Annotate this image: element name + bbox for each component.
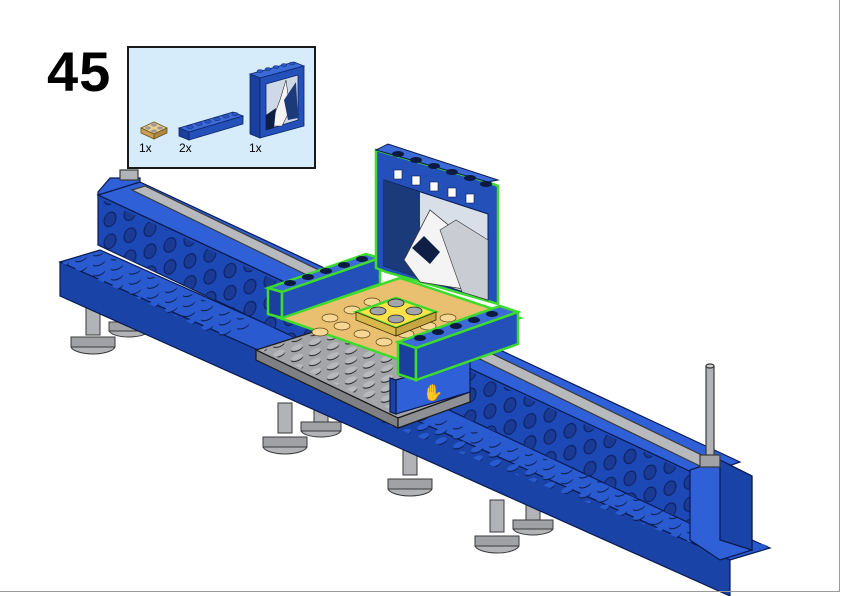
- window-frame-icon: [248, 61, 306, 139]
- part-window-frame-qty: 1x: [249, 141, 262, 155]
- blue-brick-icon: [177, 111, 245, 141]
- part-blue-brick: [177, 110, 247, 147]
- part-blue-brick-qty: 2x: [179, 141, 192, 155]
- part-tan-plate-qty: 1x: [139, 141, 152, 155]
- new-tan-plate: [352, 296, 440, 337]
- page-border-bottom: [0, 591, 840, 592]
- leg-3: [262, 402, 308, 455]
- leg-1: [70, 304, 116, 355]
- new-blue-brick-front: [394, 304, 522, 382]
- front-blue-block: ✋: [389, 357, 471, 415]
- minifig-print-icon: ✋: [423, 383, 443, 402]
- step-number: 45: [47, 40, 112, 103]
- new-window-frame: [374, 143, 500, 306]
- page-border-right: [839, 0, 840, 592]
- support-legs: [70, 299, 554, 554]
- leg-6: [474, 499, 520, 554]
- part-tan-plate: [139, 120, 169, 147]
- part-window-frame: [246, 60, 308, 145]
- tan-plate-icon: [140, 121, 168, 140]
- parts-callout: 1x 2x: [127, 46, 316, 169]
- new-blue-brick-back: [263, 252, 385, 320]
